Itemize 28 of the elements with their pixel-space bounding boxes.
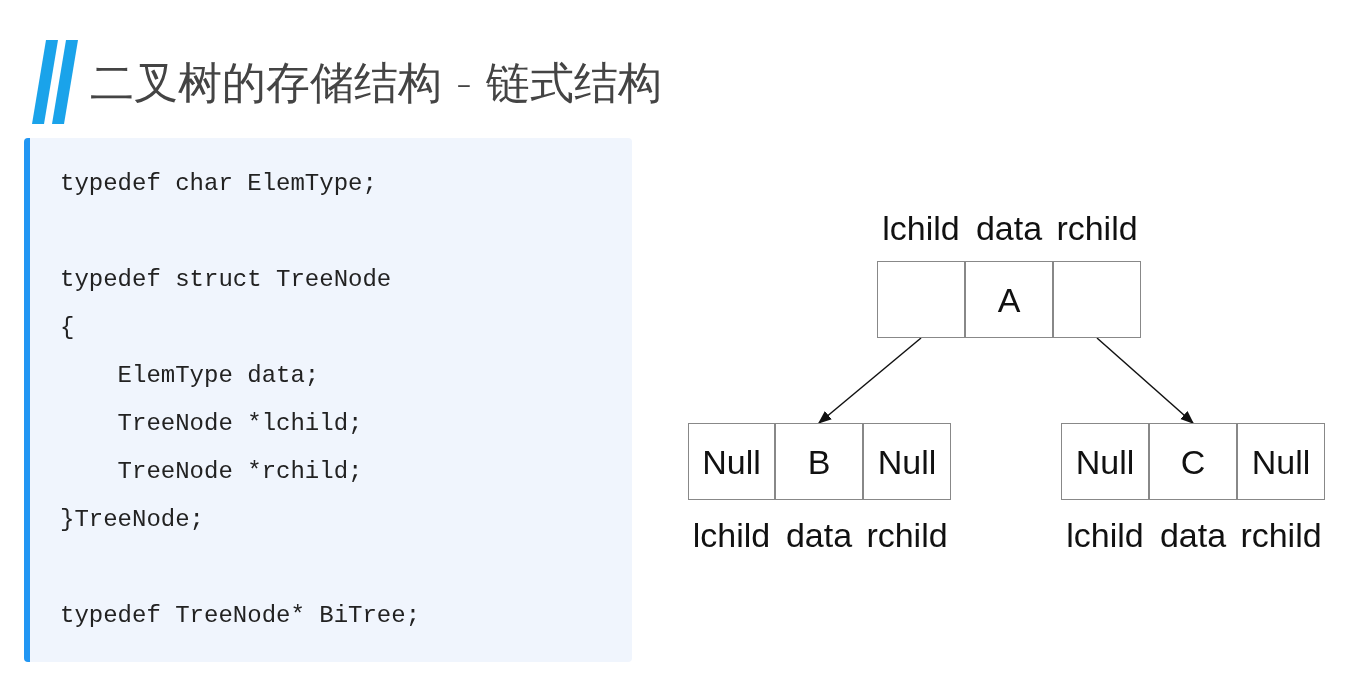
field-value: C	[1179, 441, 1207, 482]
field-name: lchild	[691, 515, 772, 555]
slide-title: 二叉树的存储结构 - 链式结构	[90, 56, 662, 110]
field-value: Null	[1250, 441, 1312, 482]
field-value: Null	[876, 441, 938, 482]
field-name: rchild	[1239, 515, 1323, 555]
field-name: data	[1158, 515, 1228, 555]
code-line: ElemType data;	[116, 361, 320, 391]
field-value: B	[806, 441, 832, 482]
code-line: typedef struct TreeNode	[60, 265, 392, 295]
code-line: typedef TreeNode* BiTree;	[60, 601, 421, 631]
code-line: typedef char ElemType;	[60, 169, 377, 199]
field-name: lchild	[881, 208, 961, 248]
code-line: TreeNode *lchild;	[116, 409, 363, 439]
arrow	[817, 337, 922, 424]
field-value: Null	[1074, 441, 1136, 482]
code-line: {	[60, 313, 75, 343]
field-name: data	[974, 208, 1044, 248]
code-line: }TreeNode;	[60, 505, 205, 535]
code-line: TreeNode *rchild;	[116, 457, 363, 487]
field-name: data	[784, 515, 854, 555]
field-value: Null	[701, 441, 762, 482]
arrow	[1096, 337, 1194, 424]
field-name: lchild	[1065, 515, 1145, 555]
field-name: rchild	[865, 515, 949, 555]
field-name: rchild	[1055, 208, 1139, 248]
code-panel	[24, 138, 632, 662]
field-value: A	[996, 279, 1022, 320]
